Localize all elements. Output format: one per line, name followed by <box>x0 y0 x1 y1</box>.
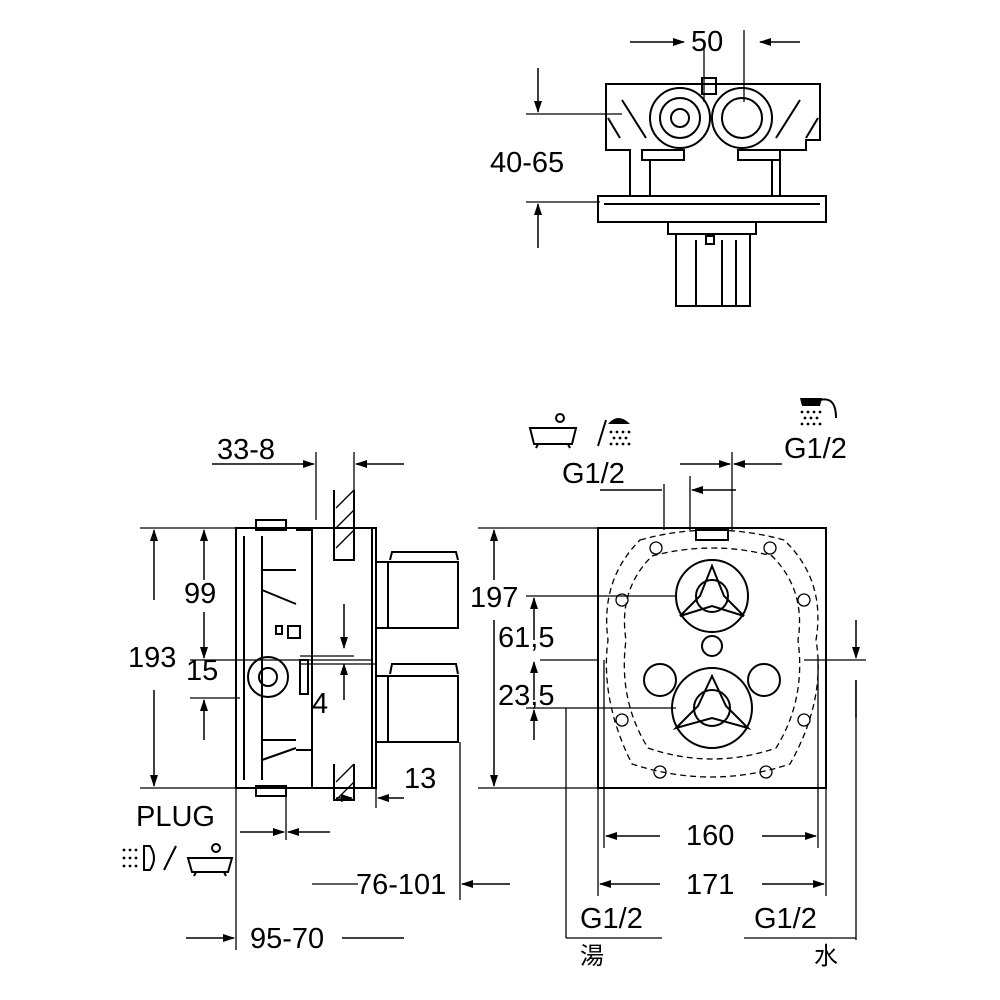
outlet-handshower-thread: G1/2 <box>784 433 847 465</box>
dim-body-depth: 95-70 <box>250 923 325 955</box>
dim-wall-offset: 33-8 <box>217 434 276 466</box>
bathtub-icon-plug <box>186 843 234 877</box>
hand-shower-icon <box>800 398 837 426</box>
dim-small-offset: 4 <box>312 688 329 720</box>
dim-plate-inner-width: 160 <box>686 820 735 852</box>
cold-water-label: 水 <box>814 942 838 970</box>
dim-height-upper: 99 <box>184 578 217 610</box>
dim-plate-width: 171 <box>686 869 735 901</box>
dim-tile-depth: 13 <box>404 763 437 795</box>
dim-top-width: 50 <box>691 26 724 58</box>
dim-height-total: 193 <box>128 642 177 674</box>
inlet-hot-thread: G1/2 <box>580 903 643 935</box>
dim-height-plug: 15 <box>186 655 219 687</box>
dim-top-depth: 40-65 <box>490 147 565 179</box>
inlet-cold-thread: G1/2 <box>754 903 817 935</box>
bathtub-icon <box>528 413 578 449</box>
side-view <box>140 452 510 950</box>
plug-label: PLUG <box>136 801 215 833</box>
dim-axis-lower: 23,5 <box>498 680 555 712</box>
dim-plate-height: 197 <box>470 582 519 614</box>
body-jets-icon <box>122 845 155 871</box>
top-view <box>526 30 827 307</box>
dim-axis-upper: 61,5 <box>498 622 555 654</box>
dim-install-depth: 76-101 <box>356 869 447 901</box>
front-view <box>478 452 866 940</box>
shower-head-icon <box>608 418 631 446</box>
hot-water-label: 湯 <box>580 942 604 970</box>
outlet-bath-thread: G1/2 <box>562 458 625 490</box>
